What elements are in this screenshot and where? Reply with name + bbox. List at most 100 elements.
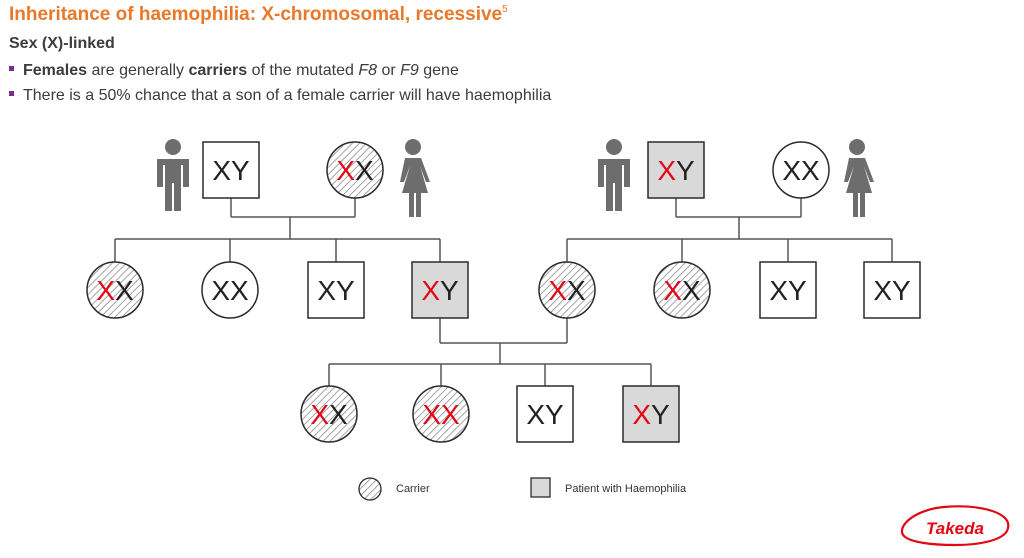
male-figure-icon (598, 139, 630, 211)
chromosome-label: X (632, 399, 651, 430)
chromosome-label: X (336, 155, 355, 186)
chromosome-label: X (230, 275, 249, 306)
chromosome-label: X (115, 275, 134, 306)
page-title: Inheritance of haemophilia: X-chromosoma… (9, 4, 508, 25)
bullet-square-icon (9, 66, 14, 71)
genotype-label: XX (663, 275, 701, 306)
chromosome-label: X (567, 275, 586, 306)
square-symbol (622, 385, 680, 443)
child-node: XY (411, 261, 469, 319)
grandchild-node: XY (516, 385, 574, 443)
square-symbol (647, 141, 705, 199)
chromosome-label: Y (545, 399, 564, 430)
genotype-label: XX (336, 155, 374, 186)
chromosome-label: X (317, 275, 336, 306)
person-figures (157, 139, 874, 217)
patient-legend-icon (530, 477, 551, 498)
child-node: XX (86, 261, 144, 319)
child-node: XX (201, 261, 259, 319)
chromosome-label: Y (651, 399, 670, 430)
bullet-item-carriers: Females are generally carriers of the mu… (9, 61, 551, 86)
chromosome-label: X (801, 155, 820, 186)
genotype-label: XX (782, 155, 820, 186)
chromosome-label: X (310, 399, 329, 430)
chromosome-label: X (421, 275, 440, 306)
bullet-square-icon (9, 91, 14, 96)
chromosome-label: X (212, 155, 231, 186)
logo-text: Takeda (926, 519, 984, 538)
child-node: XY (863, 261, 921, 319)
logo-swoosh (901, 505, 1010, 547)
chromosome-label: Y (676, 155, 695, 186)
square-symbol (863, 261, 921, 319)
chromosome-label: Y (231, 155, 250, 186)
square-symbol (202, 141, 260, 199)
male-figure-icon (157, 139, 189, 211)
circle-symbol (86, 261, 144, 319)
chromosome-label: X (329, 399, 348, 430)
chromosome-label: Y (892, 275, 911, 306)
connector-lines (114, 198, 893, 386)
legend: Carrier Patient with Haemophilia (358, 477, 687, 501)
takeda-logo: Takeda (901, 505, 1010, 547)
child-node: XY (759, 261, 817, 319)
chromosome-label: X (211, 275, 230, 306)
chromosome-label: X (657, 155, 676, 186)
mother-node: XX (772, 141, 830, 199)
chromosome-label: Y (788, 275, 807, 306)
circle-symbol (653, 261, 711, 319)
chromosome-label: X (422, 399, 441, 430)
legend-carrier-label: Carrier (396, 483, 430, 495)
chromosome-label: X (548, 275, 567, 306)
female-figure-icon (400, 139, 430, 217)
circle-symbol (772, 141, 830, 199)
chromosome-label: X (682, 275, 701, 306)
chromosome-label: X (873, 275, 892, 306)
genotype-label: XY (212, 155, 250, 186)
carrier-legend-icon (358, 477, 382, 501)
chromosome-label: X (355, 155, 374, 186)
square-symbol (307, 261, 365, 319)
square-symbol (516, 385, 574, 443)
chromosome-label: X (663, 275, 682, 306)
circle-symbol (326, 141, 384, 199)
legend-patient-label: Patient with Haemophilia (565, 483, 687, 495)
chromosome-label: X (769, 275, 788, 306)
chromosome-label: Y (440, 275, 459, 306)
genotype-label: XY (632, 399, 670, 430)
genotype-label: XY (769, 275, 807, 306)
circle-symbol (300, 385, 358, 443)
genotype-label: XX (96, 275, 134, 306)
mother-node: XX (326, 141, 384, 199)
genotype-label: XY (421, 275, 459, 306)
chromosome-label: Y (336, 275, 355, 306)
genotype-label: XX (422, 399, 460, 430)
child-node: XX (538, 261, 596, 319)
father-node: XY (202, 141, 260, 199)
square-symbol (759, 261, 817, 319)
father-node: XY (647, 141, 705, 199)
chromosome-label: X (782, 155, 801, 186)
bullet-item-chance: There is a 50% chance that a son of a fe… (9, 86, 551, 111)
circle-symbol (201, 261, 259, 319)
bullet-list: Females are generally carriers of the mu… (9, 61, 551, 111)
chromosome-label: X (526, 399, 545, 430)
female-figure-icon (844, 139, 874, 217)
subtitle: Sex (X)-linked (9, 35, 115, 52)
chromosome-label: X (441, 399, 460, 430)
circle-symbol (412, 385, 470, 443)
genotype-label: XY (873, 275, 911, 306)
grandchild-node: XY (622, 385, 680, 443)
genotype-label: XX (310, 399, 348, 430)
grandchild-node: XX (300, 385, 358, 443)
child-node: XY (307, 261, 365, 319)
child-node: XX (653, 261, 711, 319)
genotype-label: XY (526, 399, 564, 430)
square-symbol (411, 261, 469, 319)
chromosome-label: X (96, 275, 115, 306)
reference-number: 5 (502, 4, 508, 15)
genotype-label: XY (317, 275, 355, 306)
genotype-label: XY (657, 155, 695, 186)
